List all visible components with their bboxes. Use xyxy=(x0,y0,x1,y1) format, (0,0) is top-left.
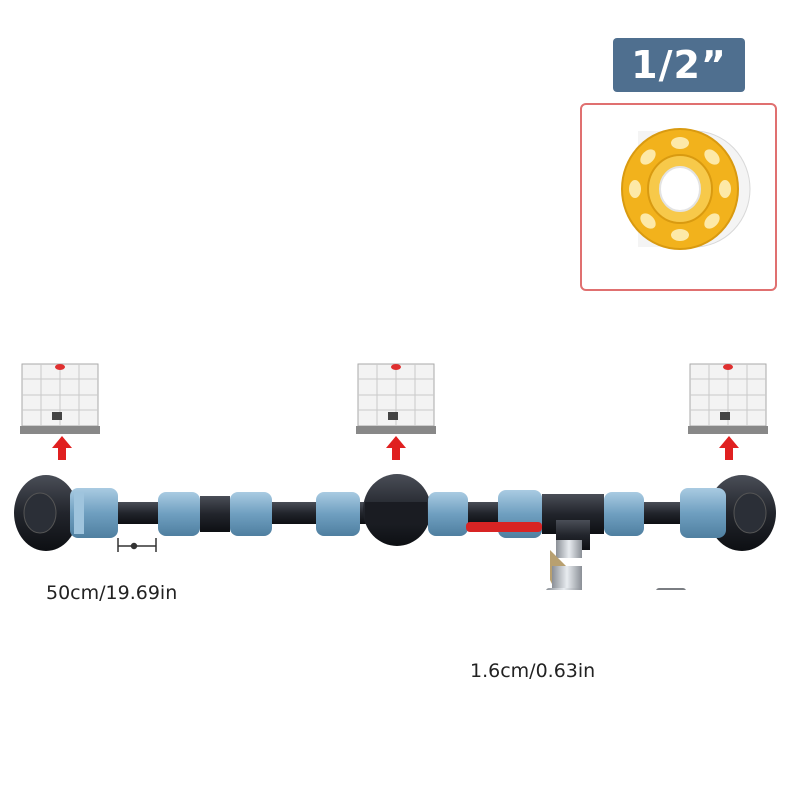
up-arrow-icon xyxy=(52,436,72,460)
coupling xyxy=(316,492,360,536)
pipe-assembly: + xyxy=(14,363,776,590)
hose-barb-icon xyxy=(546,588,582,590)
coupling xyxy=(70,488,118,538)
up-arrow-icon xyxy=(719,436,739,460)
hose-connector-icon xyxy=(656,588,686,590)
coupling xyxy=(680,488,726,538)
ibc-tank-icon xyxy=(356,363,436,434)
coupling xyxy=(158,492,200,536)
nozzle-size-label: 1.6cm/0.63in xyxy=(470,660,596,682)
tank-adapter-middle xyxy=(363,474,431,546)
ball-valve-icon xyxy=(466,522,582,590)
plus-sign: + xyxy=(613,589,635,590)
coupling xyxy=(230,492,272,536)
coupling xyxy=(428,492,468,536)
tee-fitting xyxy=(542,494,604,550)
ptfe-tape-icon xyxy=(621,128,751,250)
length-dimension-marker xyxy=(117,538,157,552)
coupling xyxy=(604,492,644,536)
pipe-length-label: 50cm/19.69in xyxy=(46,582,178,604)
size-badge: 1/2” xyxy=(613,38,745,92)
ibc-tank-icon xyxy=(688,363,768,434)
ptfe-tape-panel xyxy=(580,103,777,291)
coupling xyxy=(200,496,230,532)
up-arrow-icon xyxy=(386,436,406,460)
ibc-tank-icon xyxy=(20,363,100,434)
tank-adapter-left xyxy=(14,475,78,551)
